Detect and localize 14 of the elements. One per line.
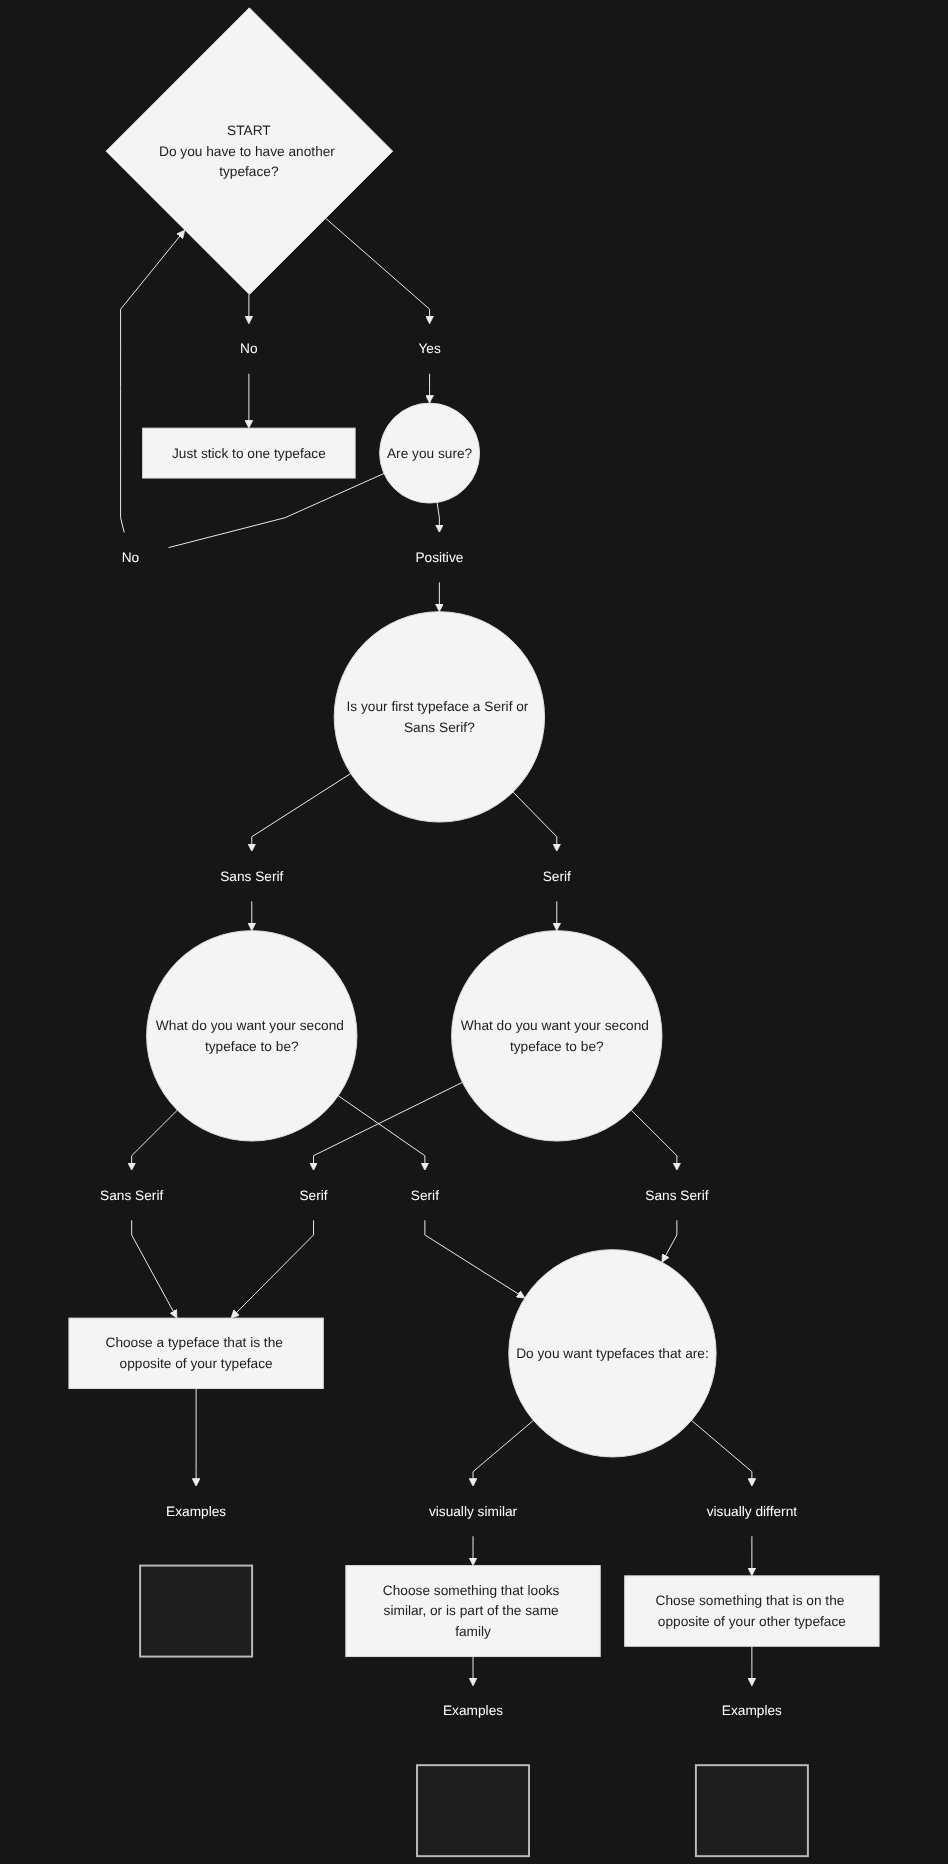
node-box [142,427,356,479]
node-circle [451,930,663,1142]
node-box [345,1565,601,1658]
connector [168,473,385,549]
node-box [694,1764,809,1858]
node-box [68,1317,324,1389]
node-circle [379,402,481,504]
node-diamond [105,7,394,295]
node-circle [146,930,358,1142]
node-box [624,1575,880,1647]
node-box [139,1564,254,1658]
node-box [416,1764,530,1858]
node-circle [508,1249,717,1458]
node-circle [333,611,546,823]
